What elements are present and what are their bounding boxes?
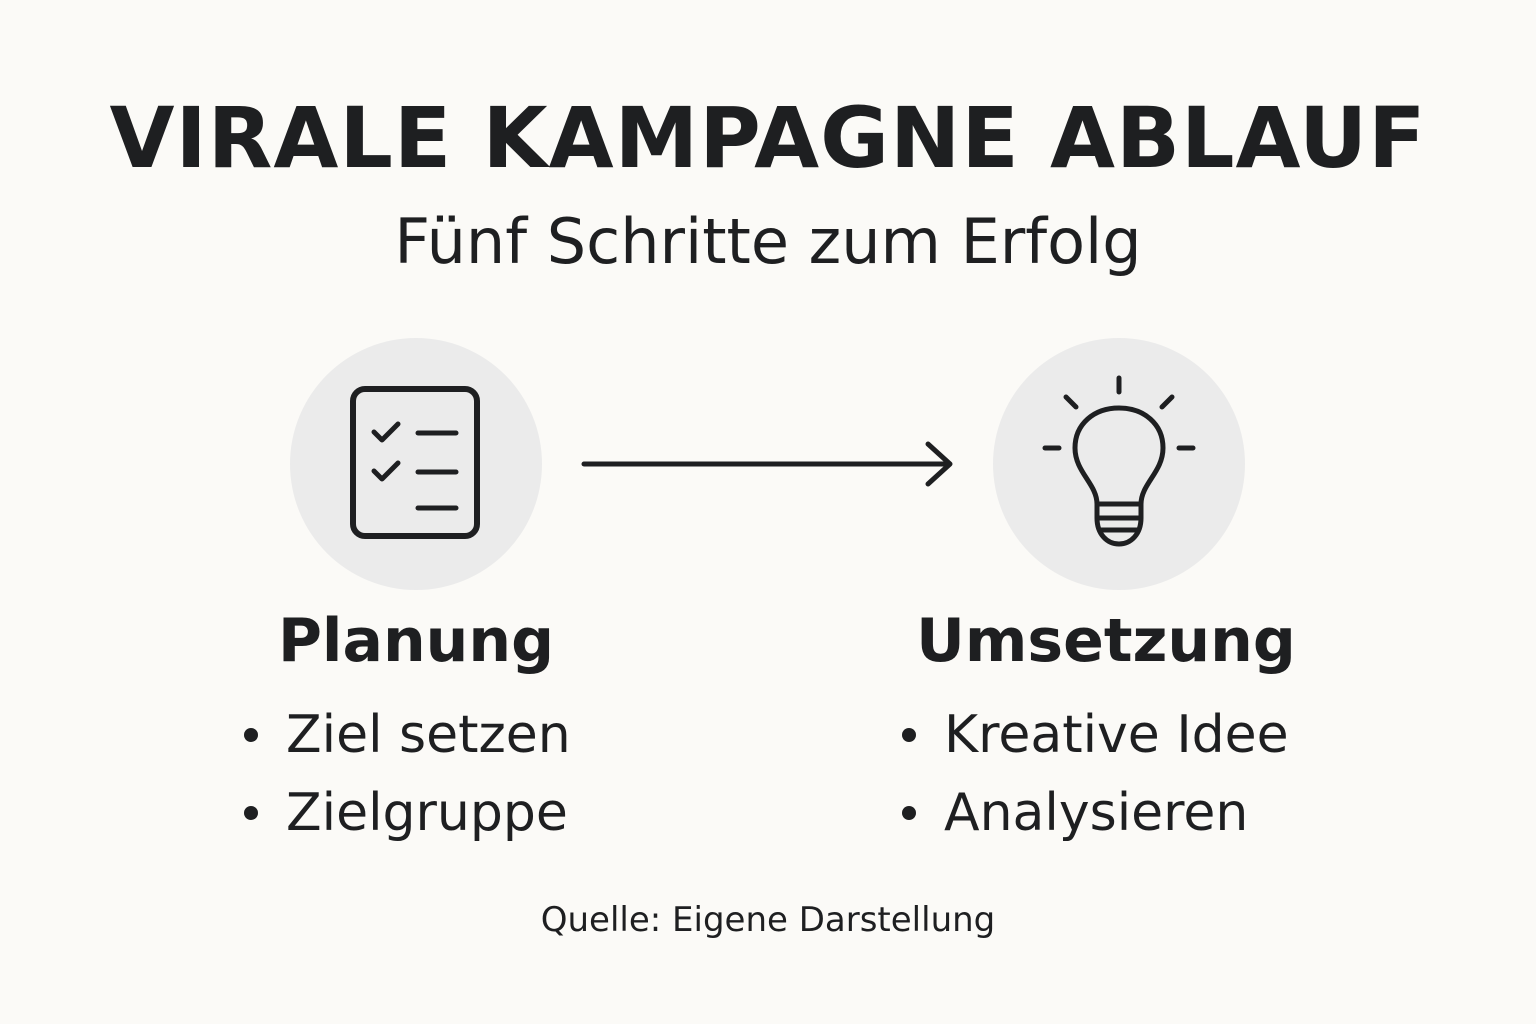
page-title: VIRALE KAMPAGNE ABLAUF (109, 89, 1427, 187)
step-planung-list: Ziel setzen Zielgruppe (242, 696, 571, 852)
source-note: Quelle: Eigene Darstellung (540, 900, 996, 940)
step-umsetzung-heading: Umsetzung (916, 606, 1296, 676)
list-item-label: Ziel setzen (286, 705, 571, 765)
step-planung-circle (290, 338, 542, 590)
bullet-dot (244, 728, 258, 742)
list-item: Analysieren (900, 774, 1289, 852)
list-item: Zielgruppe (242, 774, 571, 852)
bullet-dot (244, 806, 258, 820)
bullet-dot (902, 806, 916, 820)
step-umsetzung-list: Kreative Idee Analysieren (900, 696, 1289, 852)
lightbulb-icon (1042, 375, 1196, 547)
list-item: Kreative Idee (900, 696, 1289, 774)
page-subtitle: Fünf Schritte zum Erfolg (394, 205, 1142, 278)
list-item: Ziel setzen (242, 696, 571, 774)
list-item-label: Kreative Idee (944, 705, 1289, 765)
bullet-dot (902, 728, 916, 742)
step-umsetzung-circle (993, 338, 1245, 590)
checklist-icon (350, 386, 480, 539)
flow-arrow (581, 441, 953, 487)
list-item-label: Zielgruppe (286, 783, 568, 843)
step-planung-heading: Planung (277, 606, 555, 676)
list-item-label: Analysieren (944, 783, 1249, 843)
